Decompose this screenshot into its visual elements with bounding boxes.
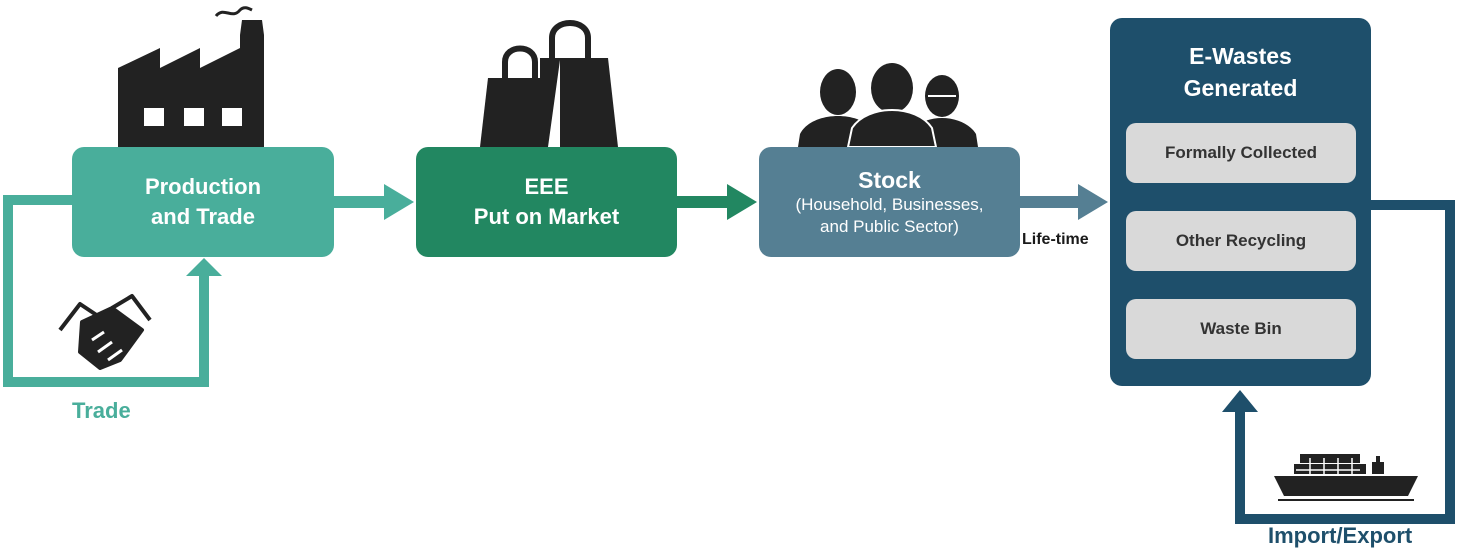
cargo-ship-icon: [1274, 454, 1418, 501]
trade-loop-arrow: [3, 195, 209, 387]
formally-collected-box: Formally Collected: [1126, 123, 1356, 183]
people-icon: [798, 63, 978, 148]
arrow-stock-to-ewaste-shaft: [1020, 196, 1080, 208]
stock-sub2: and Public Sector): [820, 217, 959, 236]
ewaste-line1: E-Wastes: [1189, 43, 1292, 69]
handshake-icon: [58, 294, 152, 370]
trade-label: Trade: [72, 398, 131, 423]
trade-loop-arrowhead: [186, 258, 222, 276]
arrow-production-to-eee-shaft: [334, 196, 386, 208]
production-and-trade-box: Production and Trade: [72, 147, 334, 257]
stock-title: Stock: [858, 167, 921, 193]
production-line1: Production: [144, 174, 262, 199]
arrow-stock-to-ewaste-head: [1078, 184, 1108, 220]
stock-sub1: (Household, Businesses,: [795, 195, 984, 214]
import-export-loop-arrowhead: [1222, 390, 1258, 412]
eee-line2: Put on Market: [473, 204, 620, 229]
waste-bin-box: Waste Bin: [1126, 299, 1356, 359]
eee-put-on-market-box: EEE Put on Market: [416, 147, 677, 257]
production-line2: and Trade: [151, 204, 255, 229]
arrow-production-to-eee-head: [384, 184, 414, 220]
import-export-label: Import/Export: [1268, 523, 1413, 548]
import-export-loop-arrow: [1235, 200, 1455, 524]
other-recycling-box: Other Recycling: [1126, 211, 1356, 271]
shopping-bags-icon: [480, 20, 618, 148]
lifetime-label: Life-time: [1022, 231, 1089, 248]
stock-box: Stock (Household, Businesses, and Public…: [759, 147, 1020, 257]
ewaste-line2: Generated: [1183, 75, 1298, 101]
factory-icon: [118, 6, 264, 147]
arrow-eee-to-stock-head: [727, 184, 757, 220]
eee-line1: EEE: [524, 174, 569, 199]
arrow-eee-to-stock-shaft: [677, 196, 729, 208]
